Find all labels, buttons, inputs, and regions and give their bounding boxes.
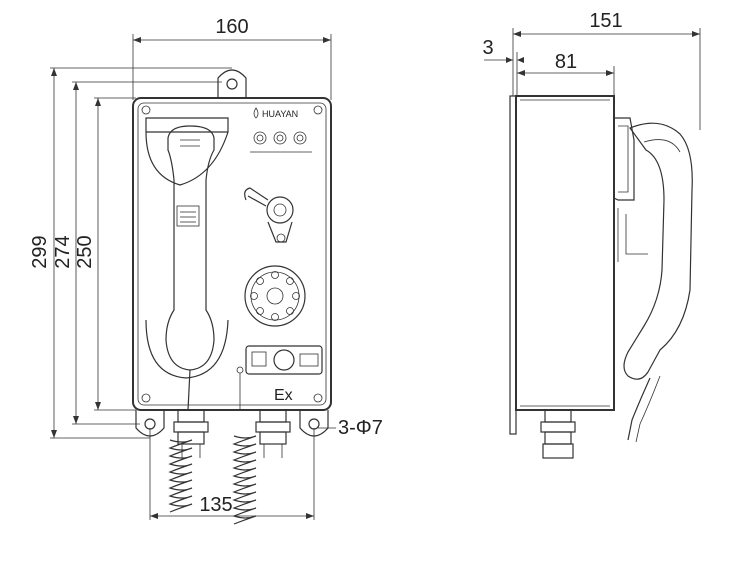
side-handset: [623, 122, 693, 380]
height-dimensions: 299 274 250: [29, 67, 232, 439]
front-view: 160 299 274 250: [29, 16, 383, 525]
hook-switch: [244, 187, 294, 243]
side-cable-gland: [540, 409, 576, 459]
hole-spacing-dimension: 135: [149, 428, 315, 520]
side-view: 151 3 81: [482, 10, 701, 459]
handset-cord-stub: [187, 369, 191, 411]
side-cradle: [613, 117, 648, 262]
brand-label: HUAYAN: [262, 109, 298, 119]
depth-dim-label: 151: [589, 10, 622, 32]
height-dim-274: 274: [52, 235, 74, 268]
width-dimension: 160: [132, 16, 332, 100]
hole-callout: 3-Φ7: [318, 417, 383, 439]
offset-dim-label: 3: [482, 37, 493, 59]
width-dim-label: 160: [215, 16, 248, 38]
handset-cradle: [145, 117, 229, 379]
rotary-dial: [244, 265, 306, 327]
ex-marking: Ex: [274, 387, 293, 404]
coiled-cord-right: [232, 435, 257, 525]
handset: [165, 125, 215, 371]
cord-clip: [236, 366, 244, 374]
control-panel: [245, 345, 323, 375]
bottom-mounting-ears: [135, 410, 329, 437]
offset-dimension: 3: [482, 37, 524, 96]
height-dim-299: 299: [29, 235, 51, 268]
coiled-cord-left: [168, 439, 193, 513]
hole-callout-label: 3-Φ7: [338, 417, 383, 439]
depth-dimension: 151: [512, 10, 701, 130]
side-housing: [515, 95, 615, 411]
cable-gland-left: [173, 409, 209, 458]
body-depth-label: 81: [555, 51, 577, 73]
telephone-housing: [132, 97, 332, 411]
side-cord: [627, 377, 651, 441]
cable-gland-right: [255, 409, 291, 458]
height-dim-250: 250: [74, 235, 96, 268]
indicator-lamps: [250, 131, 312, 153]
hole-spacing-label: 135: [199, 494, 232, 516]
brand-logo: HUAYAN: [253, 107, 298, 119]
body-depth-dimension: 81: [517, 51, 615, 96]
top-mounting-ear: [217, 69, 247, 98]
